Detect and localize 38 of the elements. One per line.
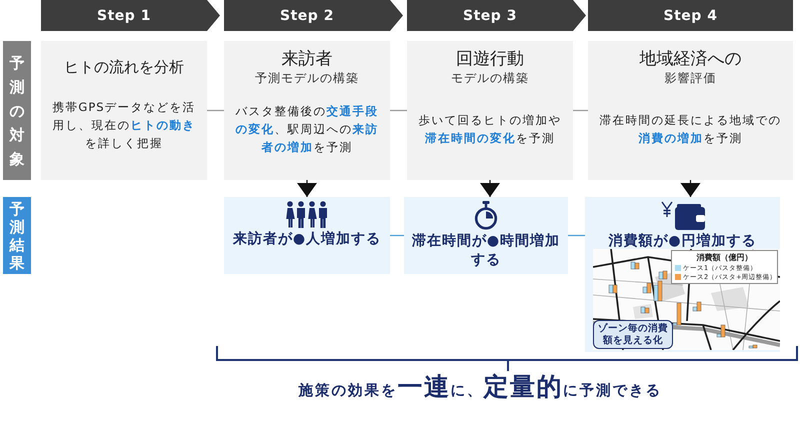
process-box [588,41,793,180]
callout-box: ゾーン毎の消費額を見える化 [593,320,673,349]
step-header: Step 1 [41,0,220,31]
connector-line [207,110,224,112]
step-header: Step 2 [224,0,403,31]
box-heading: ヒトの流れを分析 [64,57,184,78]
box-description: 滞在時間の延長による地域での消費の増加を予測 [598,112,782,147]
arrow [480,180,500,197]
caption-text: 施策の効果を一連に、定量的に予測できる [297,372,663,403]
box-heading: 回遊行動 [456,48,524,70]
result-box [404,197,568,274]
connector-line [390,110,407,112]
arrow [680,180,700,197]
connector-line [390,234,404,236]
result-text: 来訪者が●人増加する [232,230,382,249]
box-description: 歩いて回るヒトの増加や滞在時間の変化を予測 [418,112,562,147]
box-subheading: 影響評価 [664,70,716,86]
row-header: 予測の対象 [3,41,31,180]
result-text: 消費額が●円増加する [608,232,757,251]
process-box [407,41,573,180]
result-box [224,197,390,274]
connector-line [568,234,585,236]
box-heading: 地域経済への [640,48,742,70]
process-box [41,41,207,180]
result-box [585,197,780,352]
box-subheading: 予測モデルの構築 [255,70,359,86]
result-text: 滞在時間が●時間増加する [410,232,562,270]
legend-title: 消費額（億円） [696,253,754,263]
arrow [297,180,317,197]
box-description: 携帯GPSデータなどを活用し、現在のヒトの動きを詳しく把握 [51,99,197,152]
process-box [224,41,390,180]
connector-line [573,110,588,112]
step-header: Step 4 [588,0,793,31]
box-description: バスタ整備後の交通手段の変化、駅周辺への来訪者の増加を予測 [234,103,380,156]
box-subheading: モデルの構築 [451,70,529,86]
row-header: 予測結果 [3,197,31,274]
box-heading: 来訪者 [282,48,332,70]
step-header: Step 3 [407,0,586,31]
